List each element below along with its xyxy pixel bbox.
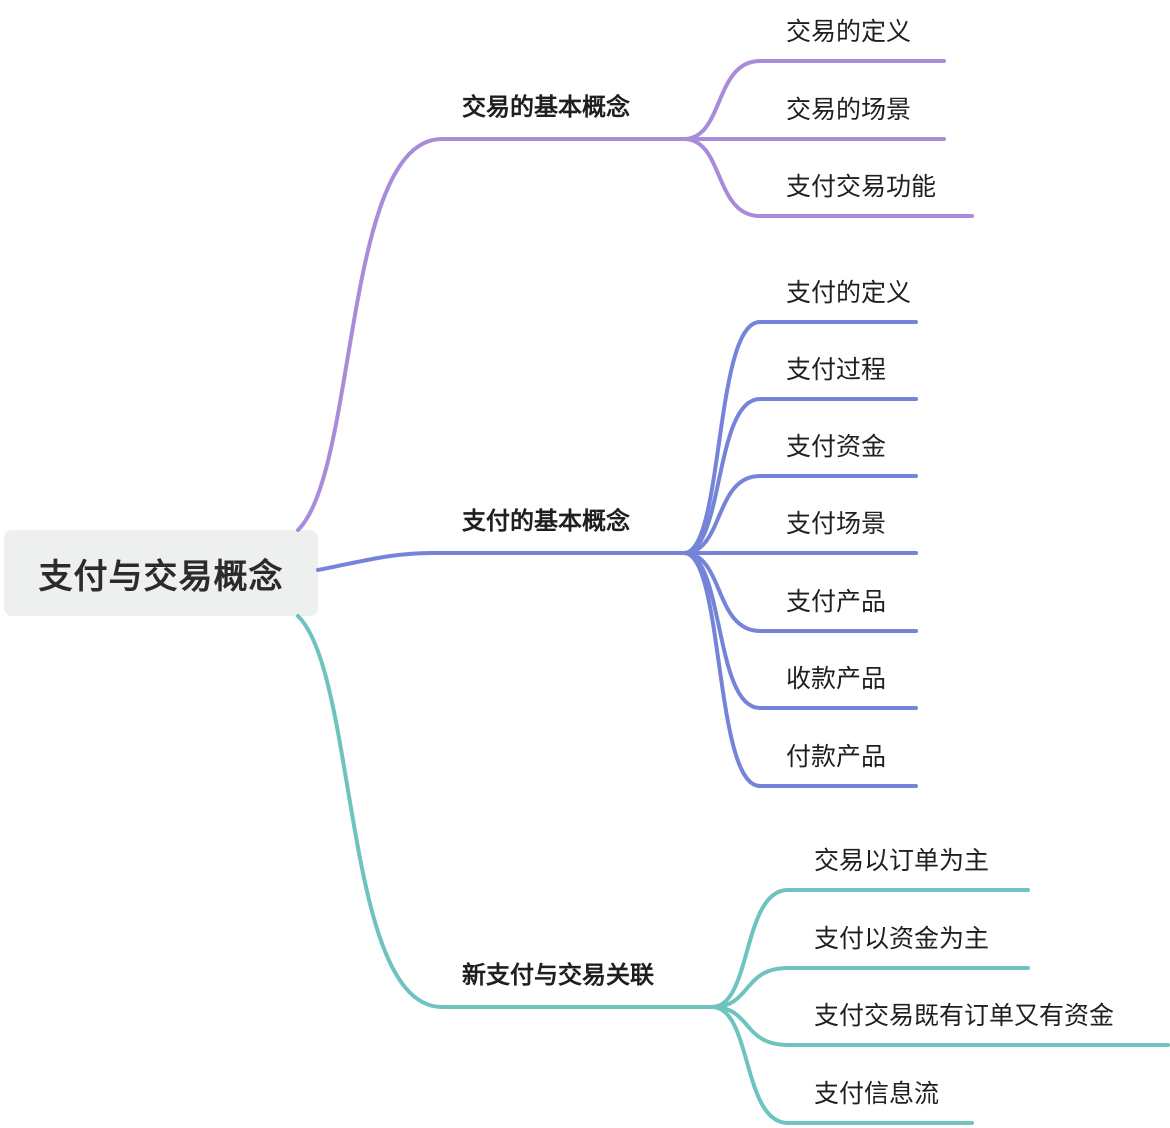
branch-connector-2 xyxy=(296,614,714,1009)
leaf-connector-2-1 xyxy=(710,966,1030,1009)
leaf-connector-1-1 xyxy=(682,397,918,555)
leaf-label-1-6[interactable]: 付款产品 xyxy=(786,742,887,771)
leaf-label-1-4[interactable]: 支付产品 xyxy=(786,587,887,616)
leaf-connector-1-4 xyxy=(682,551,918,633)
leaf-label-2-3[interactable]: 支付信息流 xyxy=(814,1079,940,1108)
leaf-label-2-2[interactable]: 支付交易既有订单又有资金 xyxy=(814,1001,1115,1030)
leaf-label-1-5[interactable]: 收款产品 xyxy=(786,664,887,693)
branch-label-1[interactable]: 支付的基本概念 xyxy=(462,507,630,535)
branch-label-2[interactable]: 新支付与交易关联 xyxy=(462,961,654,989)
leaf-connector-1-0 xyxy=(682,320,918,555)
leaf-connector-1-6 xyxy=(682,551,918,788)
branch-label-0[interactable]: 交易的基本概念 xyxy=(462,93,630,121)
leaf-connector-0-2 xyxy=(682,137,974,218)
leaf-connector-1-2 xyxy=(682,474,918,555)
leaf-label-0-0[interactable]: 交易的定义 xyxy=(786,17,912,46)
leaf-connector-2-2 xyxy=(710,1005,1170,1047)
leaf-label-0-1[interactable]: 交易的场景 xyxy=(786,95,912,124)
branch-connector-1 xyxy=(316,551,686,572)
root-node[interactable] xyxy=(4,530,318,616)
leaf-connector-0-0 xyxy=(682,59,946,141)
leaf-label-2-1[interactable]: 支付以资金为主 xyxy=(814,924,990,953)
leaf-label-2-0[interactable]: 交易以订单为主 xyxy=(814,846,990,875)
leaf-connector-2-0 xyxy=(710,888,1030,1009)
leaf-label-0-2[interactable]: 支付交易功能 xyxy=(786,172,937,201)
leaf-label-1-3[interactable]: 支付场景 xyxy=(786,509,887,538)
leaf-label-1-2[interactable]: 支付资金 xyxy=(786,432,887,461)
branch-connector-0 xyxy=(296,137,686,532)
leaf-label-1-1[interactable]: 支付过程 xyxy=(786,355,887,384)
leaf-connector-2-3 xyxy=(710,1005,974,1125)
leaf-label-1-0[interactable]: 支付的定义 xyxy=(786,278,912,307)
root-node-label: 支付与交易概念 xyxy=(38,556,284,597)
